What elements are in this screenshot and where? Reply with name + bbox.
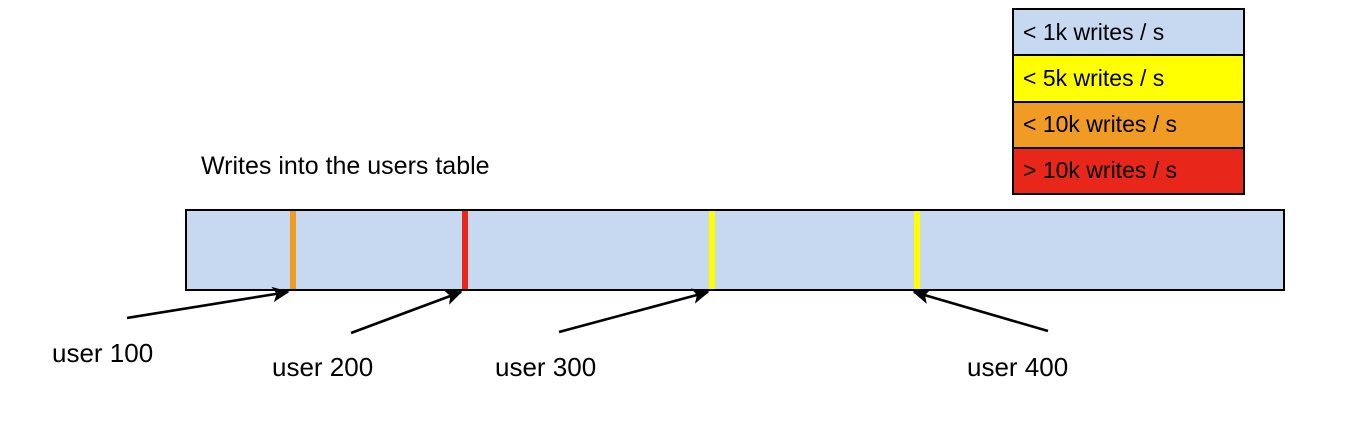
legend-row-lt-10k: < 10k writes / s <box>1014 102 1243 149</box>
chart-title: Writes into the users table <box>201 152 490 180</box>
user-400-label: user 400 <box>967 352 1069 382</box>
user-300-label: user 300 <box>495 352 597 382</box>
legend: < 1k writes / s < 5k writes / s < 10k wr… <box>1012 8 1245 195</box>
user-100-marker <box>290 211 296 289</box>
user-400-arrow <box>912 288 1049 333</box>
user-200-label: user 200 <box>272 352 374 382</box>
user-100-label: user 100 <box>52 338 154 368</box>
user-300-arrow <box>558 288 710 334</box>
user-200-marker <box>462 211 468 289</box>
legend-label-lt-5k: < 5k writes / s <box>1023 64 1165 91</box>
user-400-marker <box>914 211 920 289</box>
legend-row-gt-10k: > 10k writes / s <box>1014 148 1243 193</box>
legend-label-lt-10k: < 10k writes / s <box>1023 111 1178 138</box>
legend-label-lt-1k: < 1k writes / s <box>1023 18 1165 45</box>
legend-row-lt-5k: < 5k writes / s <box>1014 56 1243 103</box>
user-200-arrow <box>350 290 463 335</box>
legend-label-gt-10k: > 10k writes / s <box>1023 157 1178 184</box>
user-300-marker <box>709 211 715 289</box>
user-100-arrow <box>126 286 290 320</box>
legend-row-lt-1k: < 1k writes / s <box>1014 10 1243 57</box>
users-table-bar <box>185 209 1285 291</box>
